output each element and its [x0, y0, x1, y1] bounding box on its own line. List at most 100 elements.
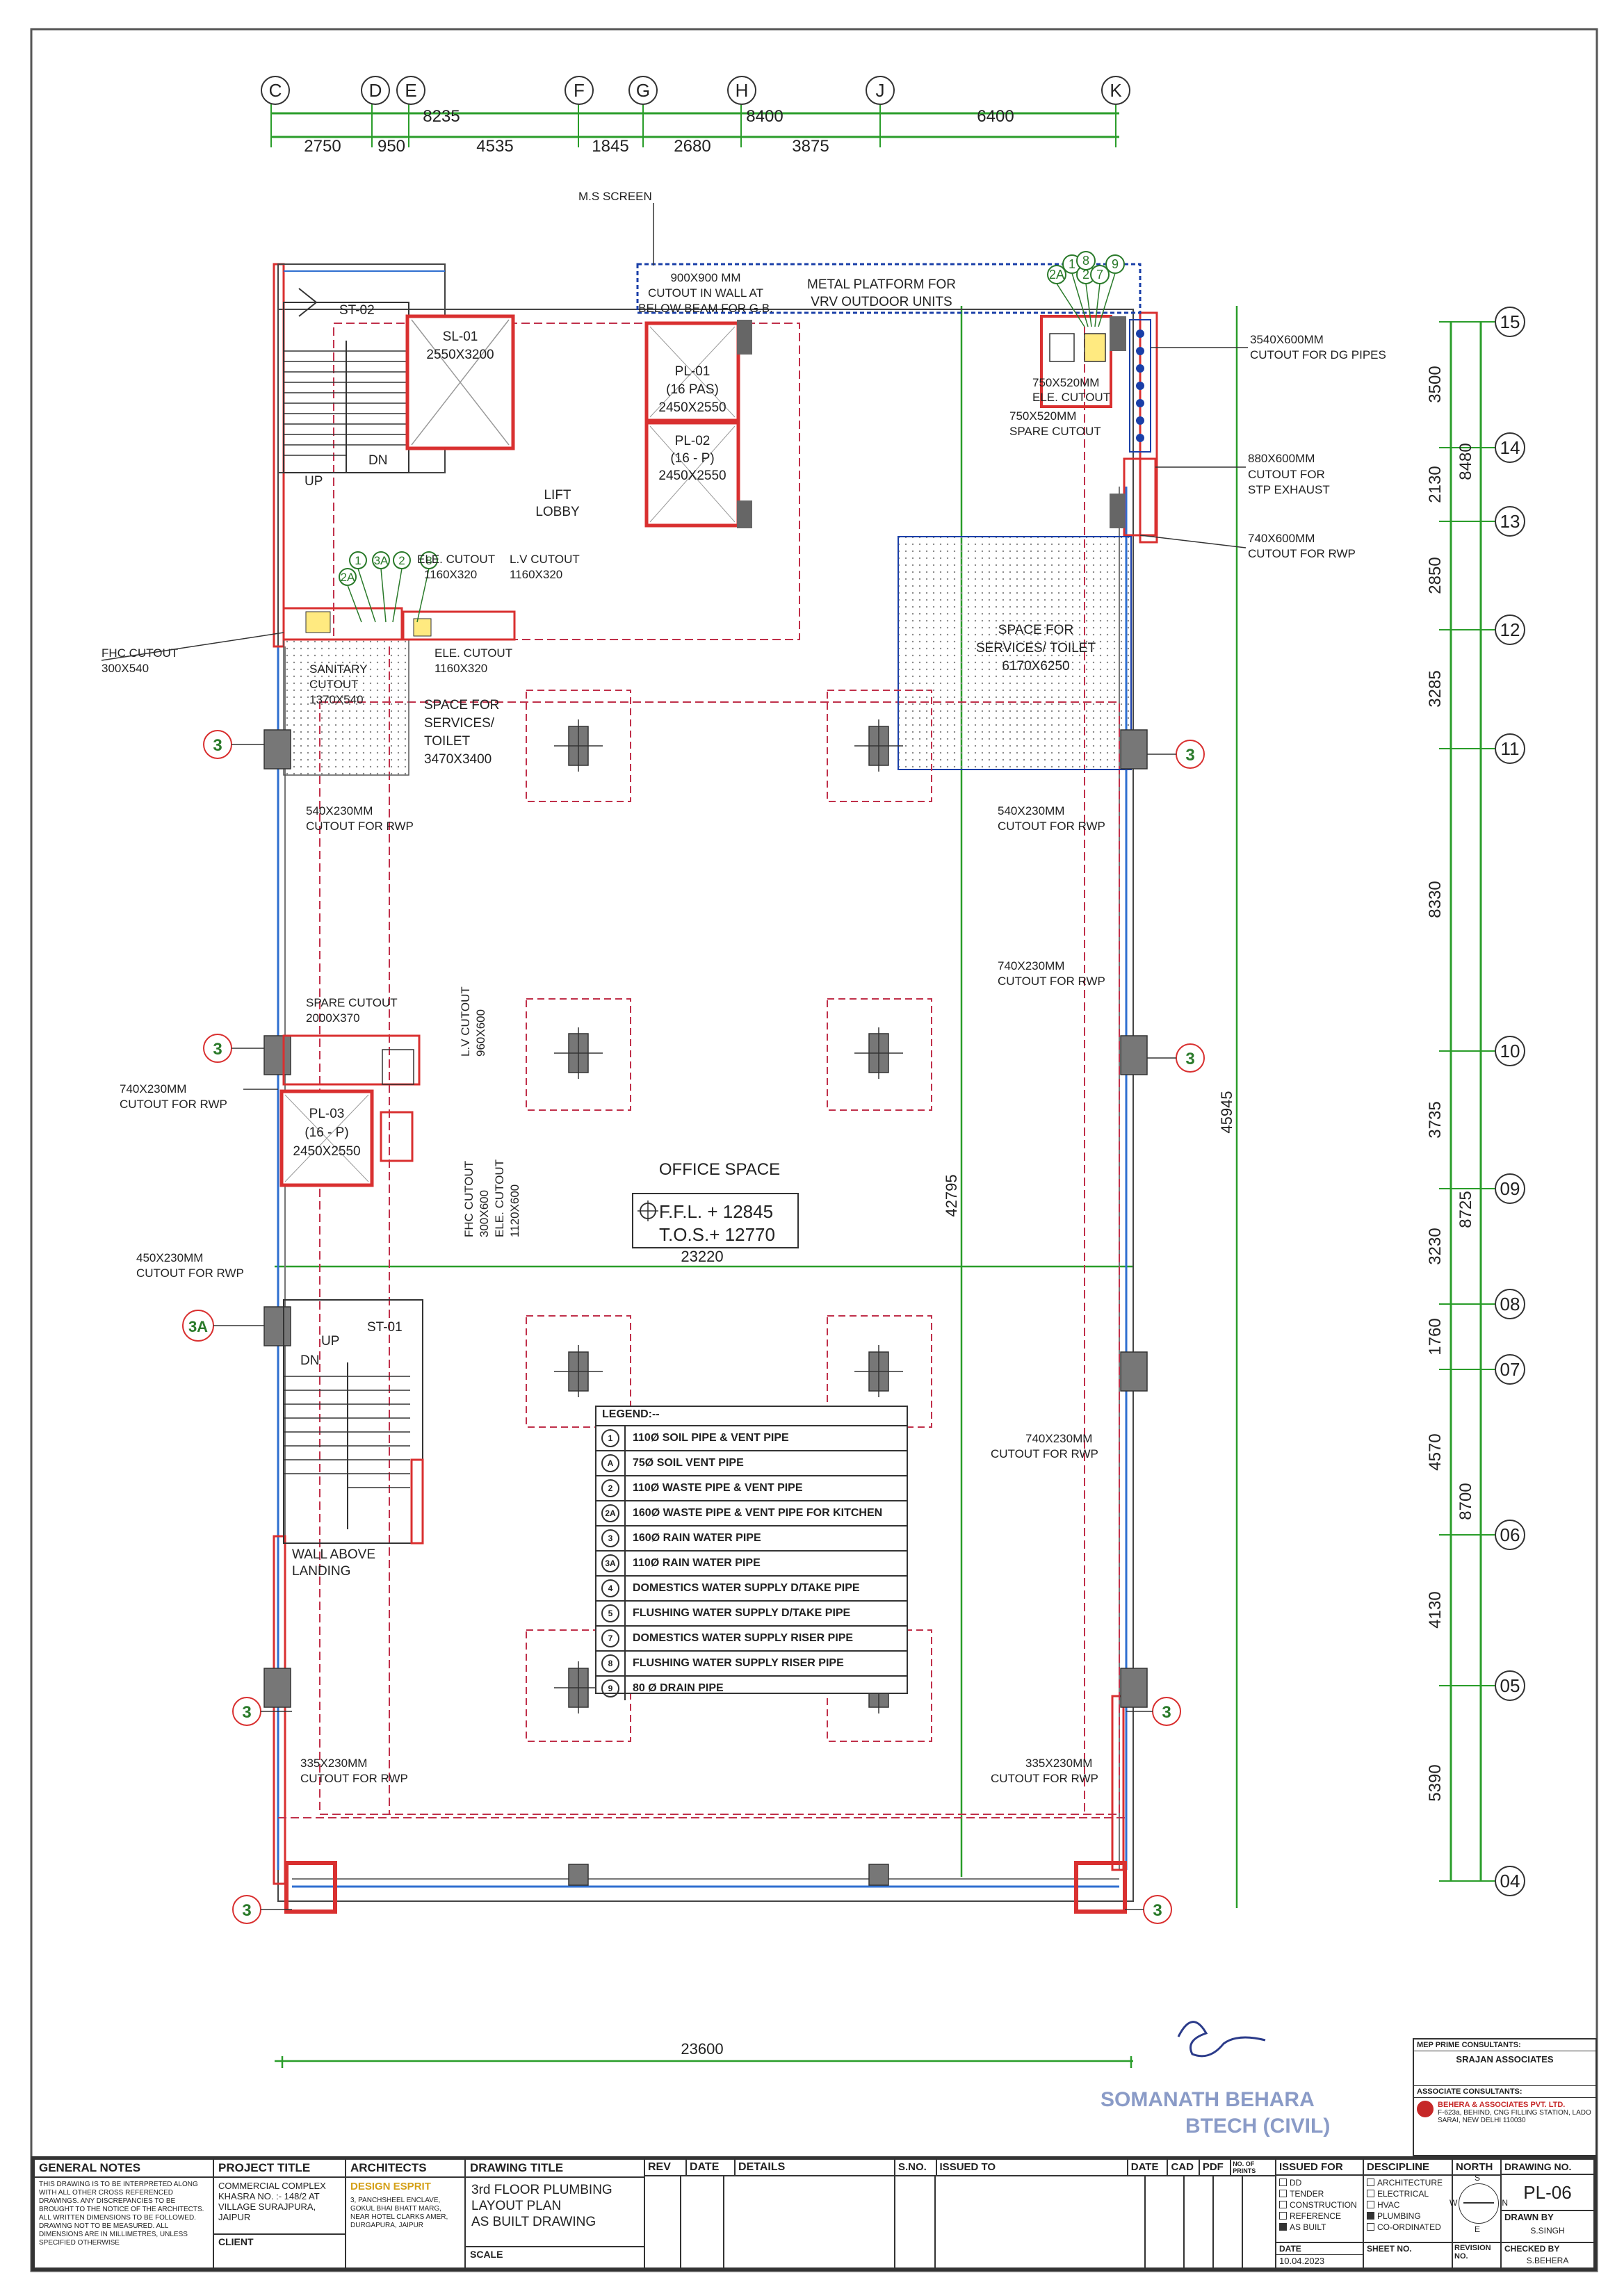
label-ele-cutout-v: ELE. CUTOUT — [493, 1159, 506, 1237]
label-sl01: SL-01 — [443, 329, 478, 344]
checkbox-icon — [1367, 2223, 1374, 2231]
grid-bubble-e: E — [396, 76, 425, 105]
dim-4535: 4535 — [476, 137, 513, 156]
grid-bubble-13: 13 — [1495, 506, 1525, 537]
legend-text: FLUSHING WATER SUPPLY D/TAKE PIPE — [633, 1607, 851, 1619]
dim-8400: 8400 — [746, 107, 783, 126]
north-heading: NORTH — [1453, 2160, 1500, 2176]
label-st02: ST-02 — [339, 303, 375, 318]
top-right-pipe-tags: 2A 1 2 7 8 9 — [1047, 251, 1125, 327]
label-rwp-450: CUTOUT FOR RWP — [136, 1267, 244, 1280]
legend-symbol: 9 — [601, 1679, 619, 1697]
sheet-no-heading: SHEET NO. — [1364, 2242, 1452, 2254]
legend-text: 75Ø SOIL VENT PIPE — [633, 1457, 744, 1469]
descipline-label: ARCHITECTURE — [1377, 2178, 1443, 2188]
label-services-left-1: SPACE FOR — [424, 698, 499, 713]
grid-bubble-c: C — [261, 76, 290, 105]
left-pipe-tags: 1 3A 2 2A 8 — [339, 551, 438, 623]
rwp-tag-3a: 3A — [182, 1310, 264, 1342]
label-rwp-335-l-size: 335X230MM — [300, 1757, 367, 1770]
label-services-left-2: SERVICES/ — [424, 716, 495, 731]
sno-heading: S.NO. — [895, 2160, 937, 2175]
legend-symbol: 7 — [601, 1629, 619, 1647]
drawing-title-line-2: LAYOUT PLAN — [471, 2199, 562, 2213]
label-metal-platform-2: VRV OUTDOOR UNITS — [811, 295, 952, 309]
grid-bubble-04: 04 — [1495, 1866, 1525, 1896]
date-value: 10.04.2023 — [1276, 2254, 1363, 2267]
grid-bubble-05: 05 — [1495, 1670, 1525, 1701]
dim-23220: 23220 — [681, 1248, 723, 1265]
drawing-no-cell: DRAWING NO. PL-06 DRAWN BY S.SINGH CHECK… — [1500, 2158, 1595, 2269]
svg-text:2: 2 — [1082, 268, 1089, 282]
drawn-by-heading: DRAWN BY — [1502, 2210, 1593, 2223]
services-space-left — [282, 607, 516, 776]
label-rwp-540-r-size: 540X230MM — [998, 804, 1064, 817]
dim-8480: 8480 — [1456, 443, 1475, 480]
label-wall-above: WALL ABOVE — [292, 1547, 375, 1562]
mep-name: SRAJAN ASSOCIATES — [1456, 2054, 1554, 2065]
north-cell: NORTH N S E W REVISION NO. — [1450, 2158, 1508, 2269]
svg-text:BTECH (CIVIL): BTECH (CIVIL) — [1185, 2115, 1330, 2138]
assoc-addr: F-623a, BEHIND, CNG FILLING STATION, LAD… — [1438, 2109, 1591, 2124]
issued-for-item: DD — [1279, 2177, 1360, 2188]
descipline-item: HVAC — [1367, 2199, 1449, 2210]
svg-text:3: 3 — [1153, 1901, 1162, 1920]
label-rwp-450-size: 450X230MM — [136, 1251, 203, 1264]
label-cutout-wall-3: BELOW BEAM FOR G.B. — [638, 302, 773, 315]
svg-text:3: 3 — [1162, 1703, 1171, 1722]
consultants-box: MEP PRIME CONSULTANTS: SRAJAN ASSOCIATES… — [1413, 2038, 1597, 2156]
checkbox-icon — [1367, 2212, 1374, 2220]
building-walls — [273, 263, 1158, 1902]
svg-text:K: K — [1110, 80, 1122, 101]
assoc-name: BEHERA & ASSOCIATES PVT. LTD. — [1438, 2101, 1566, 2109]
title-block: GENERAL NOTES THIS DRAWING IS TO BE INTE… — [31, 2156, 1597, 2271]
legend-symbol: 4 — [601, 1579, 619, 1597]
label-office-space: OFFICE SPACE — [659, 1160, 780, 1179]
svg-text:3: 3 — [213, 1040, 222, 1059]
label-pl01-size: 2450X2550 — [658, 400, 726, 415]
dim-42795: 42795 — [943, 1174, 960, 1216]
svg-text:3: 3 — [1185, 746, 1194, 765]
label-fhc-cutout-v-size: 300X600 — [478, 1190, 491, 1237]
label-services-left-4: 3470X3400 — [424, 752, 492, 767]
svg-text:2: 2 — [398, 554, 405, 567]
rwp-tag: 3 — [1126, 1697, 1181, 1726]
sheet-border — [30, 28, 1598, 2272]
svg-text:3: 3 — [242, 1703, 251, 1722]
svg-text:9: 9 — [1112, 257, 1119, 271]
grid-bubble-g: G — [628, 76, 658, 105]
dim-3285: 3285 — [1426, 670, 1445, 707]
label-stp-cutout-size: 880X600MM — [1248, 452, 1315, 465]
label-rwp-740-r2: CUTOUT FOR RWP — [991, 1447, 1098, 1460]
stair-st01 — [283, 1299, 424, 1545]
label-ele-cutout-1-size: 1160X320 — [424, 568, 477, 581]
assoc-logo — [1417, 2101, 1434, 2117]
columns — [263, 690, 1148, 1886]
label-rwp-335-r: CUTOUT FOR RWP — [991, 1772, 1098, 1785]
label-services-left-3: TOILET — [424, 734, 471, 749]
label-stp-cutout-1: CUTOUT FOR — [1248, 468, 1325, 481]
drawing-no-value: PL-06 — [1523, 2182, 1572, 2203]
svg-text:H: H — [736, 80, 749, 101]
date-label: DATE — [1276, 2242, 1363, 2254]
dim-6400: 6400 — [977, 107, 1014, 126]
right-grid-bubbles: 15 14 13 12 11 10 09 08 07 06 05 04 — [1495, 307, 1525, 1896]
cad-heading: CAD — [1168, 2160, 1200, 2175]
rwp-tag: 3 — [232, 1895, 292, 1924]
svg-text:09: 09 — [1500, 1178, 1520, 1199]
label-lobby: LOBBY — [535, 505, 580, 519]
svg-text:06: 06 — [1500, 1524, 1520, 1545]
legend-symbol: 8 — [601, 1654, 619, 1672]
label-st01: ST-01 — [367, 1320, 403, 1335]
grid-bubble-j: J — [866, 76, 895, 105]
issued-for-label: TENDER — [1290, 2189, 1324, 2199]
issued-for-label: CONSTRUCTION — [1290, 2200, 1357, 2210]
revision-no-heading: REVISION NO. — [1453, 2242, 1500, 2261]
label-up1: UP — [304, 474, 323, 489]
label-lv-cutout-size: 1160X320 — [510, 568, 562, 581]
checkbox-icon — [1279, 2223, 1287, 2231]
issued-to-table: S.NO. ISSUED TO DATE CAD PDF NO. OF PRIN… — [894, 2158, 1276, 2269]
svg-text:13: 13 — [1500, 511, 1520, 532]
